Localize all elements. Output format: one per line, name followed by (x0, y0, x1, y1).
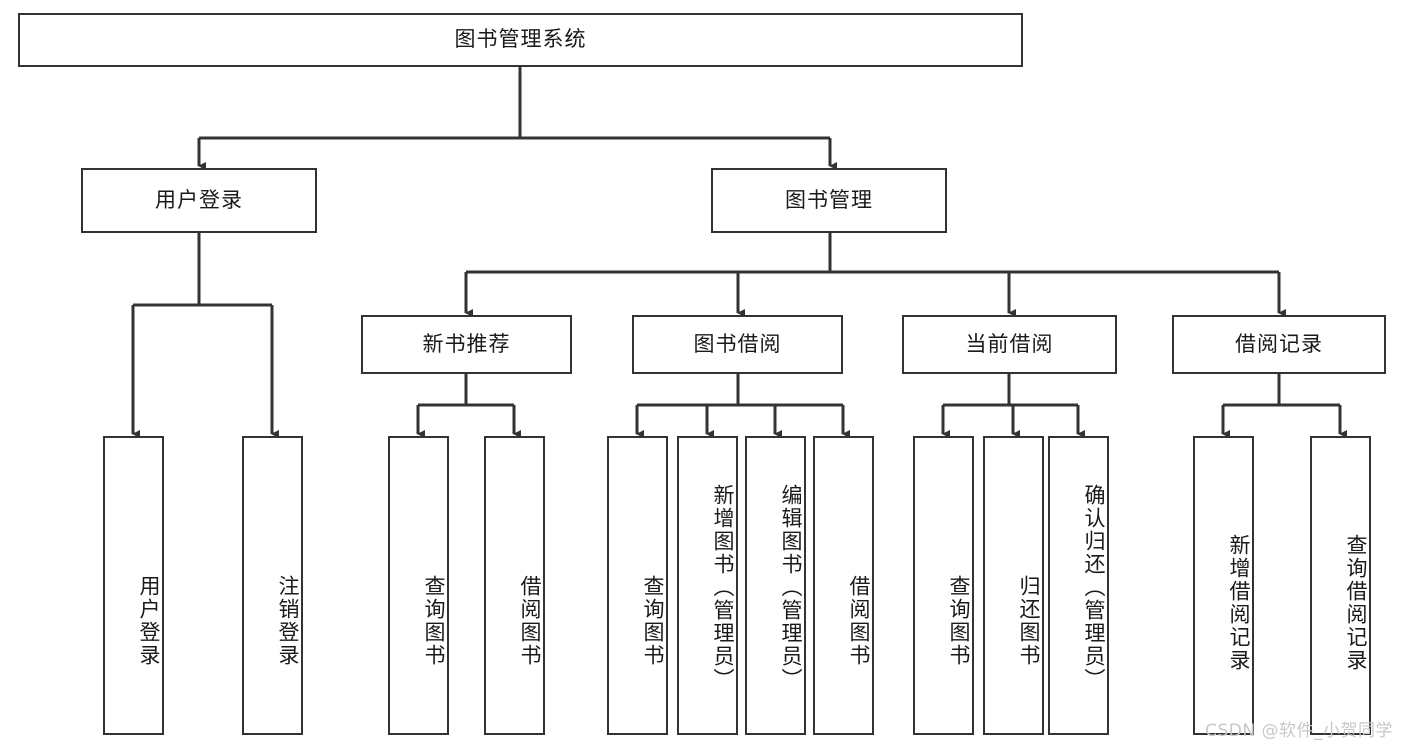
leaf-current-return-books[interactable]: 归还图书 (983, 436, 1044, 735)
node-label: 图书管理 (785, 187, 873, 212)
node-book-borrowing[interactable]: 图书借阅 (632, 315, 843, 374)
node-label: 用户登录 (155, 187, 243, 212)
node-label: 新增借阅记录 (1227, 534, 1251, 672)
node-user-login[interactable]: 用户登录 (81, 168, 317, 233)
node-label: 用户登录 (137, 574, 161, 667)
node-label: 归还图书 (1017, 574, 1041, 667)
leaf-new-book-query-books[interactable]: 查询图书 (388, 436, 449, 735)
leaf-borrow-edit-book-admin[interactable]: 编辑图书（管理员） (745, 436, 806, 735)
node-borrowing-record[interactable]: 借阅记录 (1172, 315, 1386, 374)
node-label: 新增图书（管理员） (711, 484, 735, 691)
node-root-book-management-system[interactable]: 图书管理系统 (18, 13, 1023, 67)
node-label: 查询借阅记录 (1344, 534, 1368, 672)
node-new-book-recommendation[interactable]: 新书推荐 (361, 315, 572, 374)
node-label: 新书推荐 (422, 331, 511, 356)
node-label: 当前借阅 (965, 331, 1054, 356)
leaf-new-book-borrow-books[interactable]: 借阅图书 (484, 436, 545, 735)
node-label: 图书借阅 (693, 331, 782, 356)
node-current-borrowing[interactable]: 当前借阅 (902, 315, 1117, 374)
leaf-record-query-borrow-record[interactable]: 查询借阅记录 (1310, 436, 1371, 735)
leaf-borrow-borrow-books[interactable]: 借阅图书 (813, 436, 874, 735)
node-label: 查询图书 (641, 574, 665, 667)
node-label: 借阅记录 (1235, 331, 1323, 356)
node-book-management[interactable]: 图书管理 (711, 168, 947, 233)
leaf-current-confirm-return-admin[interactable]: 确认归还（管理员） (1048, 436, 1109, 735)
leaf-borrow-add-book-admin[interactable]: 新增图书（管理员） (677, 436, 738, 735)
leaf-user-login-logout[interactable]: 注销登录 (242, 436, 303, 735)
node-label: 注销登录 (276, 574, 300, 667)
node-label: 查询图书 (422, 574, 446, 667)
csdn-watermark: CSDN @软件_小贺同学 (1205, 721, 1393, 741)
node-label: 确认归还（管理员） (1082, 484, 1106, 691)
node-label: 编辑图书（管理员） (779, 484, 803, 691)
node-label: 借阅图书 (847, 574, 871, 667)
node-label: 图书管理系统 (454, 27, 587, 52)
leaf-user-login-login[interactable]: 用户登录 (103, 436, 164, 735)
leaf-current-query-books[interactable]: 查询图书 (913, 436, 974, 735)
node-label: 借阅图书 (518, 574, 542, 667)
leaf-record-add-borrow-record[interactable]: 新增借阅记录 (1193, 436, 1254, 735)
node-label: 查询图书 (947, 574, 971, 667)
leaf-borrow-query-books[interactable]: 查询图书 (607, 436, 668, 735)
